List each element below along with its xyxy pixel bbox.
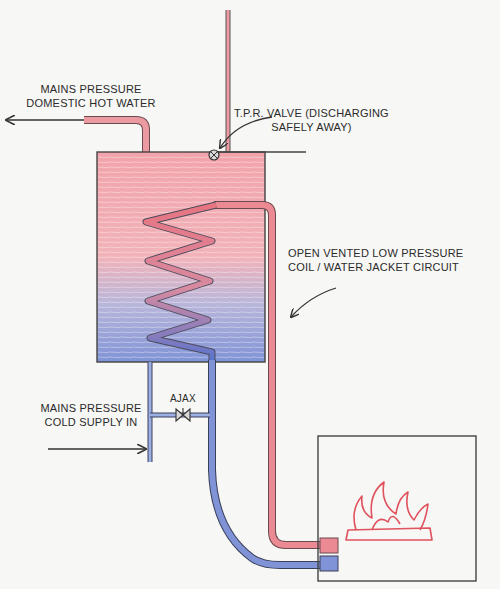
tpr-leader-arrow — [220, 117, 272, 148]
tpr-valve-label: T.P.R. VALVE (DISCHARGING SAFELY AWAY) — [234, 106, 389, 135]
return-pipe — [212, 360, 324, 565]
hot-outlet-pipe — [84, 120, 146, 153]
cold-supply-label: MAINS PRESSURE COLD SUPPLY IN — [40, 401, 142, 430]
hot-water-arrow — [6, 119, 88, 120]
heat-exchanger-coil — [146, 205, 216, 362]
circuit-label: OPEN VENTED LOW PRESSURE COIL / WATER JA… — [288, 246, 464, 275]
ajax-valve-symbol — [176, 408, 190, 421]
tpr-discharge-line — [214, 151, 306, 152]
cold-supply-arrow — [48, 448, 146, 449]
stove-water-jacket — [318, 436, 476, 581]
tpr-valve-symbol — [209, 150, 219, 160]
hot-water-cylinder — [97, 152, 265, 362]
cold-supply-pipe — [150, 362, 210, 462]
valve-name-label: AJAX — [170, 392, 198, 405]
circuit-leader-arrow — [291, 288, 336, 317]
fire-symbol — [346, 482, 432, 540]
hot-water-label: MAINS PRESSURE DOMESTIC HOT WATER — [26, 82, 156, 111]
